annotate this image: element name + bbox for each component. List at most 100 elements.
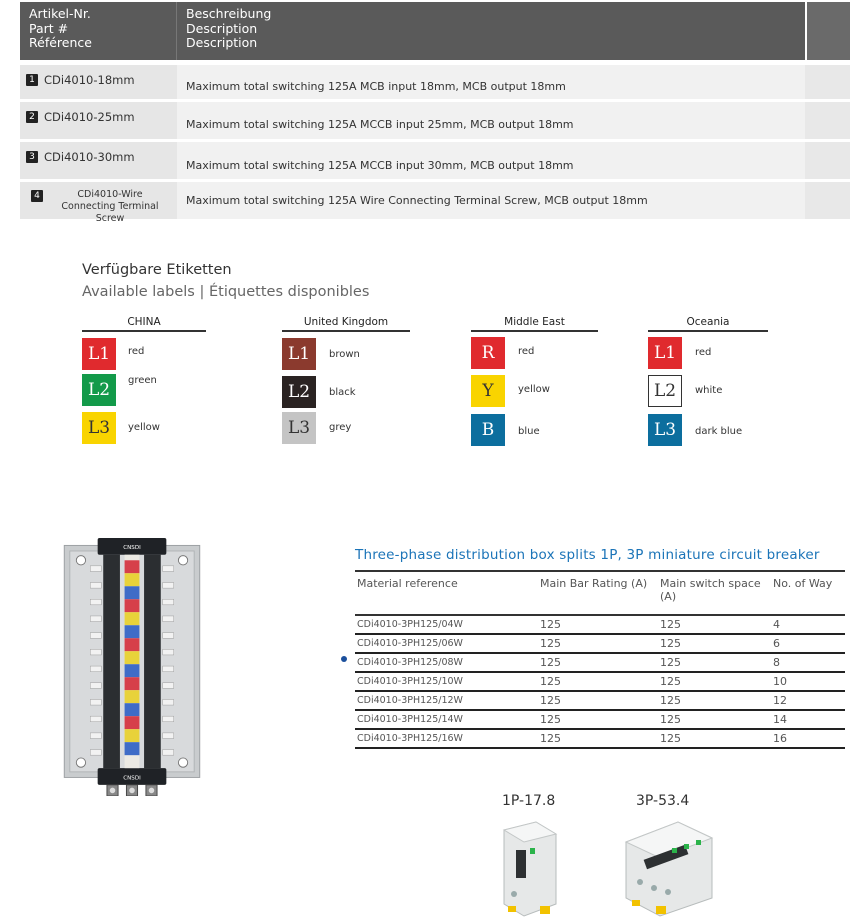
- three-phase-table-header: Material reference Main Bar Rating (A) M…: [355, 570, 845, 616]
- main-switch-space-cell: 125: [660, 694, 681, 707]
- swatch-label: white: [695, 385, 723, 396]
- swatch-label: yellow: [518, 384, 550, 395]
- description-text: Maximum total switching 125A MCCB input …: [186, 159, 574, 172]
- header-text: Part #: [29, 20, 69, 36]
- main-bar-rating-cell: 125: [540, 675, 561, 688]
- part-cell: 2 CDi4010-25mm: [20, 102, 177, 139]
- part-number: CDi4010-30mm: [44, 150, 135, 164]
- material-reference-cell: CDi4010-3PH125/10W: [357, 676, 463, 687]
- distribution-box-image: CNSDI CNSDI: [63, 538, 201, 796]
- main-bar-rating-cell: 125: [540, 713, 561, 726]
- swatch-label: dark blue: [695, 426, 743, 437]
- breaker-1p-label: 1P-17.8: [502, 793, 556, 809]
- header-description: Beschreibung Description Description: [177, 2, 805, 60]
- breaker-3p-label: 3P-53.4: [636, 793, 690, 809]
- labels-subtitle: Available labels | Étiquettes disponible…: [82, 284, 370, 300]
- header-text: Description: [186, 35, 258, 50]
- swatch-label: red: [695, 347, 712, 358]
- swatch-uk-l2: L2: [282, 376, 316, 408]
- label-group-china: CHINA: [82, 316, 206, 332]
- label-group-middle-east: Middle East: [471, 316, 598, 332]
- group-heading: Oceania: [648, 316, 768, 332]
- header-text: Description: [186, 20, 258, 36]
- row-number-badge: 2: [26, 111, 38, 123]
- header-no-of-way: No. of Way: [773, 577, 833, 590]
- swatch-label: red: [518, 346, 535, 357]
- main-switch-space-cell: 125: [660, 675, 681, 688]
- no-of-way-cell: 14: [773, 713, 787, 726]
- empty-cell: [805, 102, 850, 139]
- swatch-label: yellow: [128, 422, 160, 433]
- swatch-china-l3: L3: [82, 412, 116, 444]
- swatch-me-b: B: [471, 414, 505, 446]
- no-of-way-cell: 10: [773, 675, 787, 688]
- swatch-me-y: Y: [471, 375, 505, 407]
- material-reference-cell: CDi4010-3PH125/06W: [357, 638, 463, 649]
- table-row: CDi4010-3PH125/10W 125 125 10: [355, 673, 845, 692]
- labels-title: Verfügbare Etiketten: [82, 262, 232, 278]
- row-number-badge: 1: [26, 74, 38, 86]
- part-table-header: Artikel-Nr. Part # Référence Beschreibun…: [20, 2, 850, 60]
- swatch-oceania-l2: L2: [648, 375, 682, 407]
- description-cell: Maximum total switching 125A MCCB input …: [177, 142, 805, 179]
- main-switch-space-cell: 125: [660, 637, 681, 650]
- label-group-oceania: Oceania: [648, 316, 768, 332]
- brand-label: CNSDI: [123, 775, 141, 781]
- empty-cell: [805, 142, 850, 179]
- no-of-way-cell: 4: [773, 618, 780, 631]
- header-text: Référence: [29, 35, 92, 50]
- table-row: CDi4010-3PH125/08W 125 125 8: [355, 654, 845, 673]
- swatch-uk-l1: L1: [282, 338, 316, 370]
- main-switch-space-cell: 125: [660, 618, 681, 631]
- description-text: Maximum total switching 125A Wire Connec…: [186, 194, 648, 207]
- material-reference-cell: CDi4010-3PH125/12W: [357, 695, 463, 706]
- main-bar-rating-cell: 125: [540, 637, 561, 650]
- description-cell: Maximum total switching 125A Wire Connec…: [177, 182, 805, 219]
- header-text: Beschreibung: [186, 6, 272, 21]
- swatch-oceania-l1: L1: [648, 337, 682, 369]
- table-row: CDi4010-3PH125/04W 125 125 4: [355, 616, 845, 635]
- part-cell: 3 CDi4010-30mm: [20, 142, 177, 179]
- part-cell: 4 CDi4010-Wire Connecting Terminal Screw: [20, 182, 177, 224]
- part-number: CDi4010-Wire Connecting Terminal Screw: [61, 189, 159, 224]
- swatch-label: black: [329, 387, 356, 398]
- swatch-label: grey: [329, 422, 352, 433]
- material-reference-cell: CDi4010-3PH125/08W: [357, 657, 463, 668]
- header-part-number: Artikel-Nr. Part # Référence: [20, 2, 177, 60]
- main-bar-rating-cell: 125: [540, 656, 561, 669]
- no-of-way-cell: 8: [773, 656, 780, 669]
- swatch-china-l1: L1: [82, 338, 116, 370]
- swatch-label: red: [128, 346, 145, 357]
- main-switch-space-cell: 125: [660, 656, 681, 669]
- no-of-way-cell: 12: [773, 694, 787, 707]
- material-reference-cell: CDi4010-3PH125/04W: [357, 619, 463, 630]
- header-material-reference: Material reference: [357, 577, 458, 590]
- material-reference-cell: CDi4010-3PH125/16W: [357, 733, 463, 744]
- row-marker-dot: [341, 656, 347, 662]
- breaker-1p-image: [502, 821, 558, 917]
- no-of-way-cell: 16: [773, 732, 787, 745]
- row-number-badge: 3: [26, 151, 38, 163]
- part-number: CDi4010-25mm: [44, 110, 135, 124]
- group-heading: CHINA: [82, 316, 206, 332]
- table-row: 3 CDi4010-30mm Maximum total switching 12…: [20, 139, 850, 179]
- main-switch-space-cell: 125: [660, 732, 681, 745]
- main-bar-rating-cell: 125: [540, 694, 561, 707]
- description-text: Maximum total switching 125A MCB input 1…: [186, 79, 566, 93]
- empty-cell: [805, 65, 850, 99]
- header-main-switch-space: Main switch space (A): [660, 577, 761, 603]
- three-phase-title: Three-phase distribution box splits 1P, …: [355, 547, 820, 563]
- main-switch-space-cell: 125: [660, 713, 681, 726]
- header-text: Artikel-Nr.: [29, 6, 91, 21]
- three-phase-table: Material reference Main Bar Rating (A) M…: [355, 570, 845, 749]
- row-number-badge: 4: [31, 190, 43, 202]
- swatch-oceania-l3: L3: [648, 414, 682, 446]
- main-bar-rating-cell: 125: [540, 618, 561, 631]
- main-bar-rating-cell: 125: [540, 732, 561, 745]
